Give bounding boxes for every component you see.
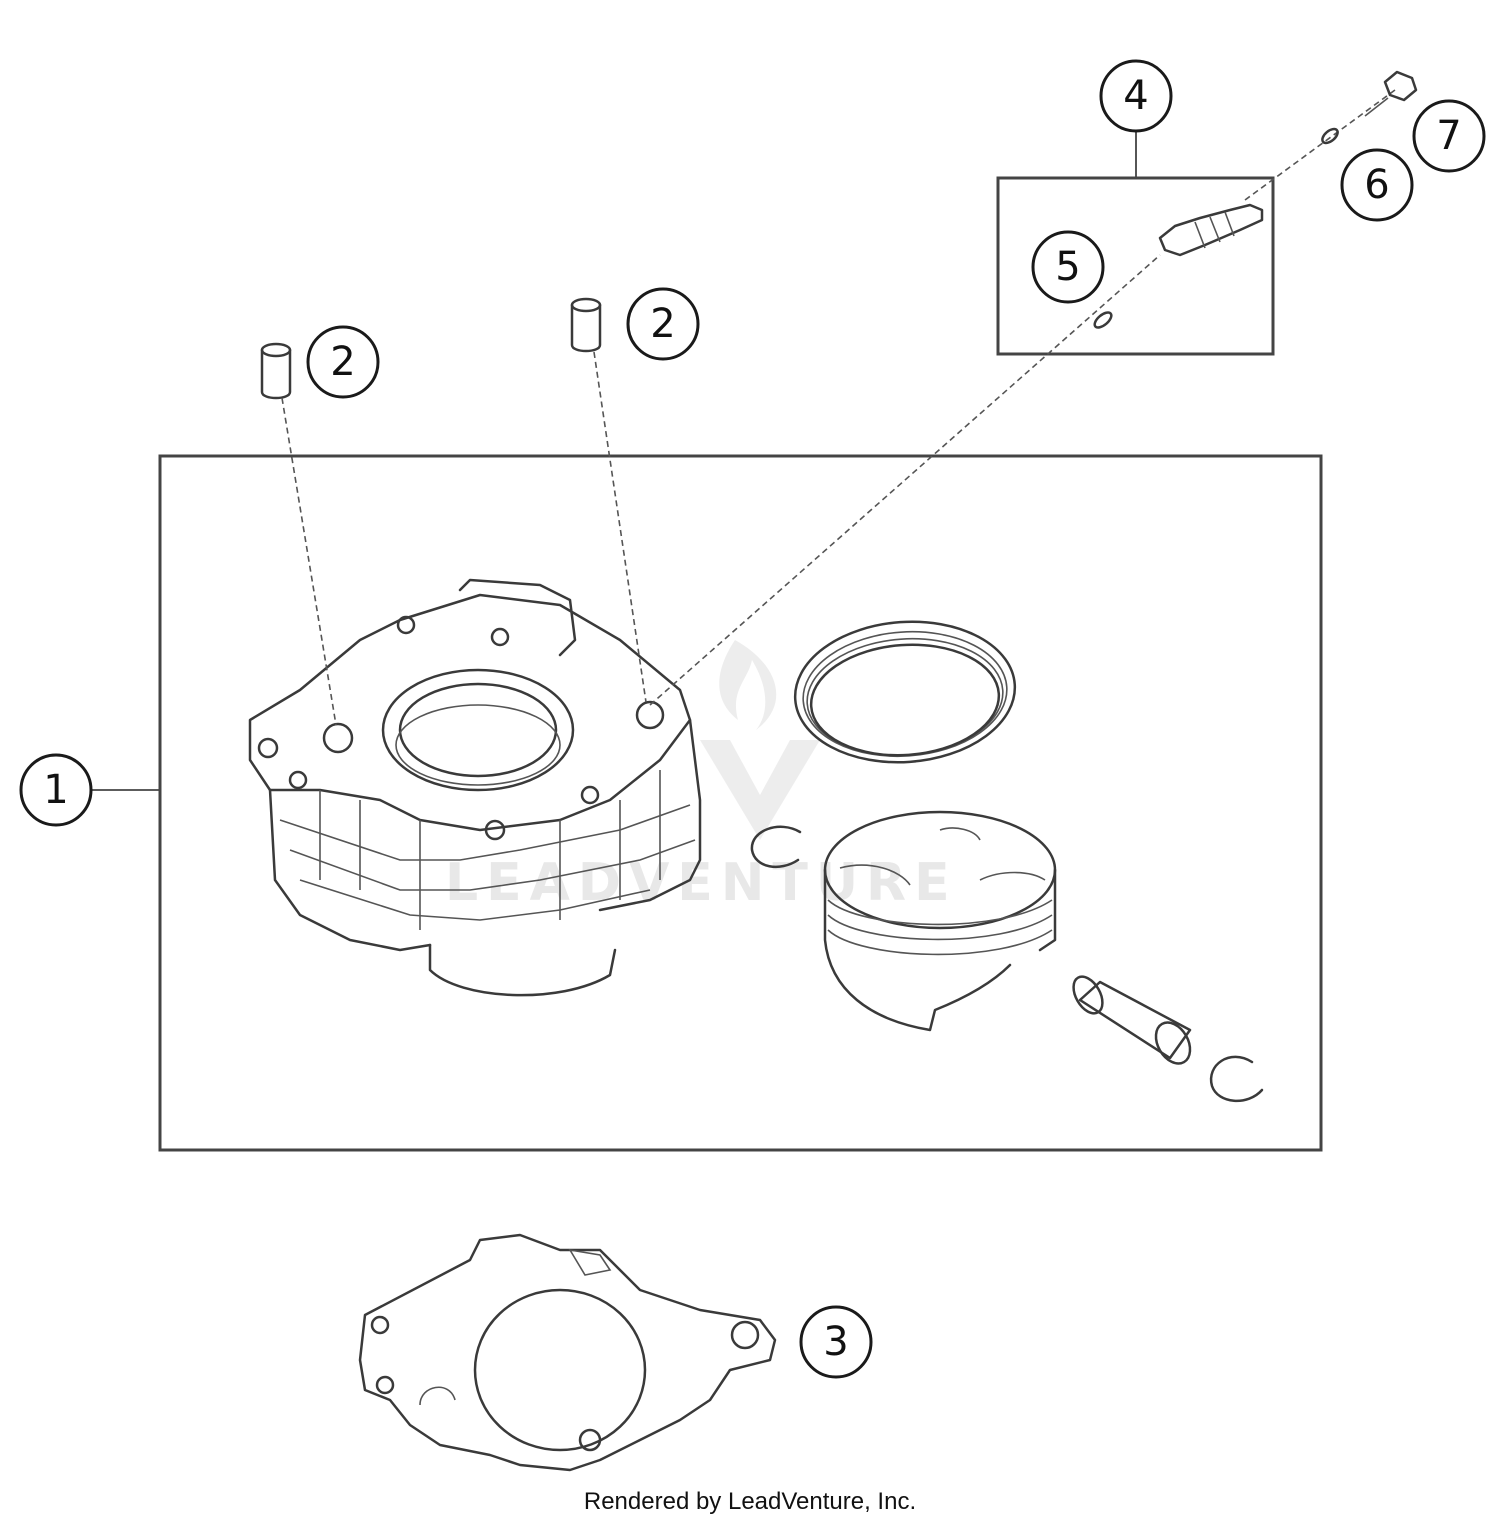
callout-2b: 2	[626, 287, 700, 361]
piston	[823, 810, 1057, 1032]
callout-2b-label: 2	[650, 301, 675, 347]
cylinder-gasket	[358, 1233, 777, 1472]
callout-4-label: 4	[1123, 73, 1148, 119]
callout-2a-label: 2	[330, 339, 355, 385]
screw-guide	[1244, 89, 1396, 201]
callout-7: 7	[1412, 99, 1486, 173]
cylinder-kit-frame	[158, 454, 1323, 1152]
callout-1-label: 1	[43, 767, 68, 813]
dowel-right	[570, 297, 602, 353]
callout-3-label: 3	[823, 1319, 848, 1365]
piston-rings	[793, 620, 1017, 764]
circlip-right	[1209, 1055, 1264, 1103]
watermark-logo: LEADVENTURE	[445, 640, 950, 913]
seal-ring-5	[1093, 311, 1113, 329]
callout-7-label: 7	[1436, 113, 1461, 159]
callout-1: 1	[19, 753, 93, 827]
callout-3: 3	[799, 1305, 873, 1379]
dowel-left	[260, 342, 292, 400]
dowel-right-guide	[593, 351, 647, 703]
callout-5-label: 5	[1055, 244, 1080, 290]
seal-ring-6	[1321, 127, 1339, 145]
piston-pin	[1072, 975, 1192, 1065]
spark-plug-guide	[649, 254, 1161, 706]
spark-plug	[1158, 203, 1264, 257]
callout-5: 5	[1031, 230, 1105, 304]
circlip-left	[750, 825, 802, 868]
screw-7	[1364, 70, 1418, 117]
callout-6-label: 6	[1364, 162, 1389, 208]
cylinder-block	[248, 578, 702, 997]
footer-credit: Rendered by LeadVenture, Inc.	[583, 1488, 917, 1515]
callout-4: 4	[1099, 59, 1173, 133]
callout-6: 6	[1340, 148, 1414, 222]
dowel-left-guide	[281, 397, 337, 726]
callout-2a: 2	[306, 325, 380, 399]
